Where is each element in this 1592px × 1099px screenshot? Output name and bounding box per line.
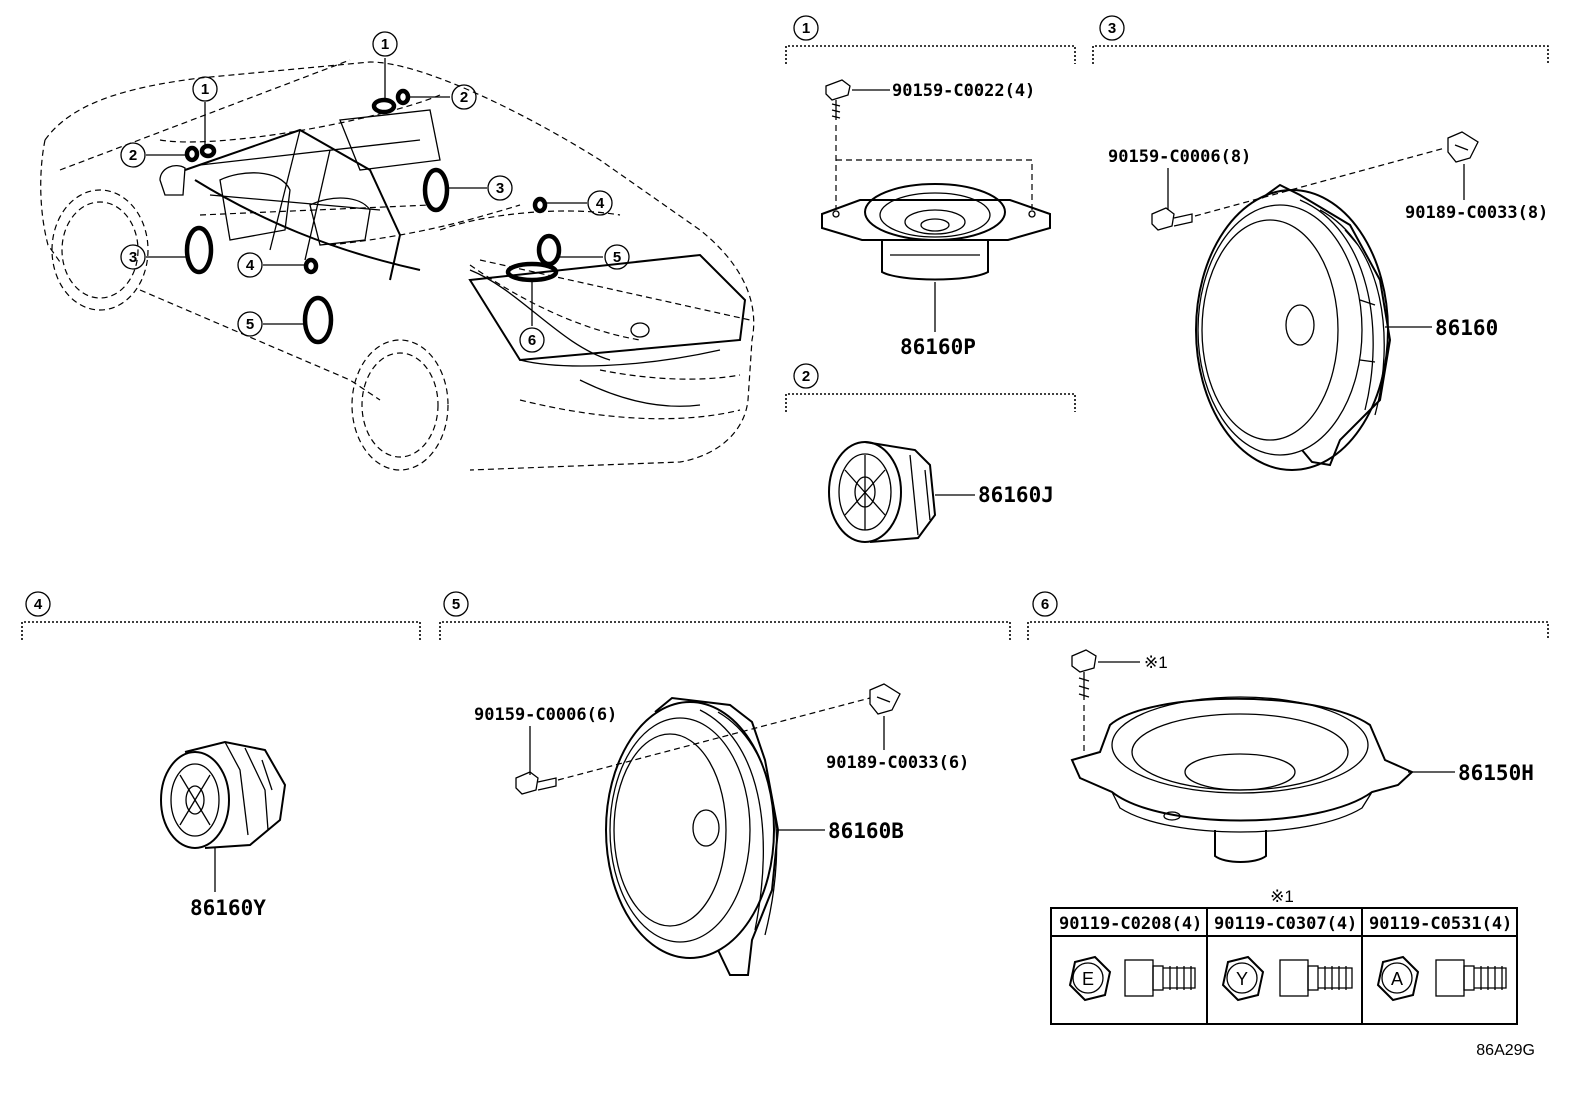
part-number-86160: 86160: [1435, 316, 1498, 340]
speaker-86150H-icon: [1070, 696, 1414, 863]
part-number-90159-C0022: 90159-C0022(4): [892, 81, 1035, 101]
bolt-table: [1050, 907, 1518, 1025]
screw-icon: [825, 79, 851, 120]
car-callout-2b: 2: [451, 84, 477, 110]
svg-text:5: 5: [246, 316, 254, 333]
section-6: 6 ※1 86150H ※1 9: [1027, 591, 1549, 1025]
section-5-bracket: [439, 621, 1011, 640]
part-number-90189-C0033-6: 90189-C0033(6): [826, 753, 969, 773]
section-2: 2 86160J: [785, 363, 1076, 543]
section-3: 3 90159-C0006(8) 90189-C0033(8) 86160: [1092, 15, 1549, 471]
svg-text:1: 1: [802, 20, 810, 37]
speaker-86160Y-icon: [160, 740, 287, 849]
svg-text:1: 1: [201, 81, 209, 98]
svg-text:3: 3: [496, 180, 504, 197]
part-number-86160Y: 86160Y: [190, 896, 266, 920]
svg-text:Y: Y: [1236, 969, 1248, 989]
bolt-side-view-icon: [1279, 959, 1353, 997]
car-callout-2a: 2: [120, 142, 146, 168]
part-number-86150H: 86150H: [1458, 761, 1534, 785]
bolt-side-view-icon: [1124, 959, 1196, 997]
section-5-badge: 5: [443, 591, 469, 617]
bolt-head-mark-a-icon: A: [1376, 955, 1420, 1002]
part-number-86160J: 86160J: [978, 483, 1054, 507]
svg-text:4: 4: [34, 596, 43, 613]
svg-text:2: 2: [460, 89, 468, 106]
car-callout-4a: 4: [237, 252, 263, 278]
svg-text:6: 6: [528, 332, 536, 349]
section-1-badge: 1: [793, 15, 819, 41]
part-number-90159-C0006-6: 90159-C0006(6): [474, 705, 617, 725]
diagram-code: 86A29G: [1476, 1042, 1535, 1059]
section-1: 1 90159-C0022(4) 86160P: [785, 15, 1076, 359]
section-3-bracket: [1092, 45, 1549, 64]
svg-text:3: 3: [1108, 20, 1116, 37]
car-callout-1a: 1: [192, 76, 218, 102]
section-6-badge: 6: [1032, 591, 1058, 617]
svg-text:6: 6: [1041, 596, 1049, 613]
section-4: 4 86160Y: [21, 591, 421, 920]
screw-icon: [515, 771, 557, 795]
screw-icon: [1151, 207, 1193, 231]
car-callout-1b: 1: [372, 31, 398, 57]
car-overview-illustration: [40, 58, 755, 471]
car-callout-3b: 3: [487, 175, 513, 201]
car-callout-5b: 5: [604, 244, 630, 270]
bolt-table-reference: ※1: [1270, 887, 1294, 906]
svg-text:4: 4: [596, 195, 605, 212]
svg-text:A: A: [1391, 969, 1403, 989]
svg-text:2: 2: [802, 368, 810, 385]
speaker-86160J-icon: [828, 441, 937, 543]
speaker-86160-icon: [1195, 183, 1392, 471]
svg-text:1: 1: [381, 36, 389, 53]
section-2-badge: 2: [793, 363, 819, 389]
part-number-90189-C0033-8: 90189-C0033(8): [1405, 203, 1548, 223]
speaker-86160B-icon: [605, 696, 780, 976]
section-4-badge: 4: [25, 591, 51, 617]
bolt-head-mark-y-icon: Y: [1221, 955, 1265, 1002]
clip-nut-icon: [1447, 131, 1479, 163]
section-5: 5 90159-C0006(6) 90189-C0033(6) 86160B: [439, 591, 1011, 976]
bolt-reference-mark: ※1: [1144, 653, 1168, 672]
svg-text:E: E: [1082, 969, 1094, 989]
car-callout-3a: 3: [120, 244, 146, 270]
bolt-icon: [1071, 649, 1097, 700]
car-callout-5a: 5: [237, 311, 263, 337]
section-4-bracket: [21, 621, 421, 640]
bolt-head-mark-e-icon: E: [1068, 955, 1112, 1002]
car-callout-6: 6: [519, 327, 545, 353]
svg-text:5: 5: [452, 596, 460, 613]
section-1-bracket: [785, 45, 1076, 64]
bolt-part-90119-C0208: 90119-C0208(4): [1059, 914, 1202, 934]
svg-text:3: 3: [129, 249, 137, 266]
part-number-86160B: 86160B: [828, 819, 904, 843]
svg-text:2: 2: [129, 147, 137, 164]
clip-nut-icon: [869, 683, 901, 715]
svg-text:5: 5: [613, 249, 621, 266]
svg-text:4: 4: [246, 257, 255, 274]
part-number-86160P: 86160P: [900, 335, 976, 359]
speaker-86160P-icon: [821, 183, 1051, 281]
car-callout-4b: 4: [587, 190, 613, 216]
bolt-side-view-icon: [1435, 959, 1507, 997]
section-6-bracket: [1027, 621, 1549, 640]
bolt-part-90119-C0307: 90119-C0307(4): [1214, 914, 1357, 934]
section-3-badge: 3: [1099, 15, 1125, 41]
section-2-bracket: [785, 393, 1076, 412]
part-number-90159-C0006-8: 90159-C0006(8): [1108, 147, 1251, 167]
bolt-part-90119-C0531: 90119-C0531(4): [1369, 914, 1512, 934]
